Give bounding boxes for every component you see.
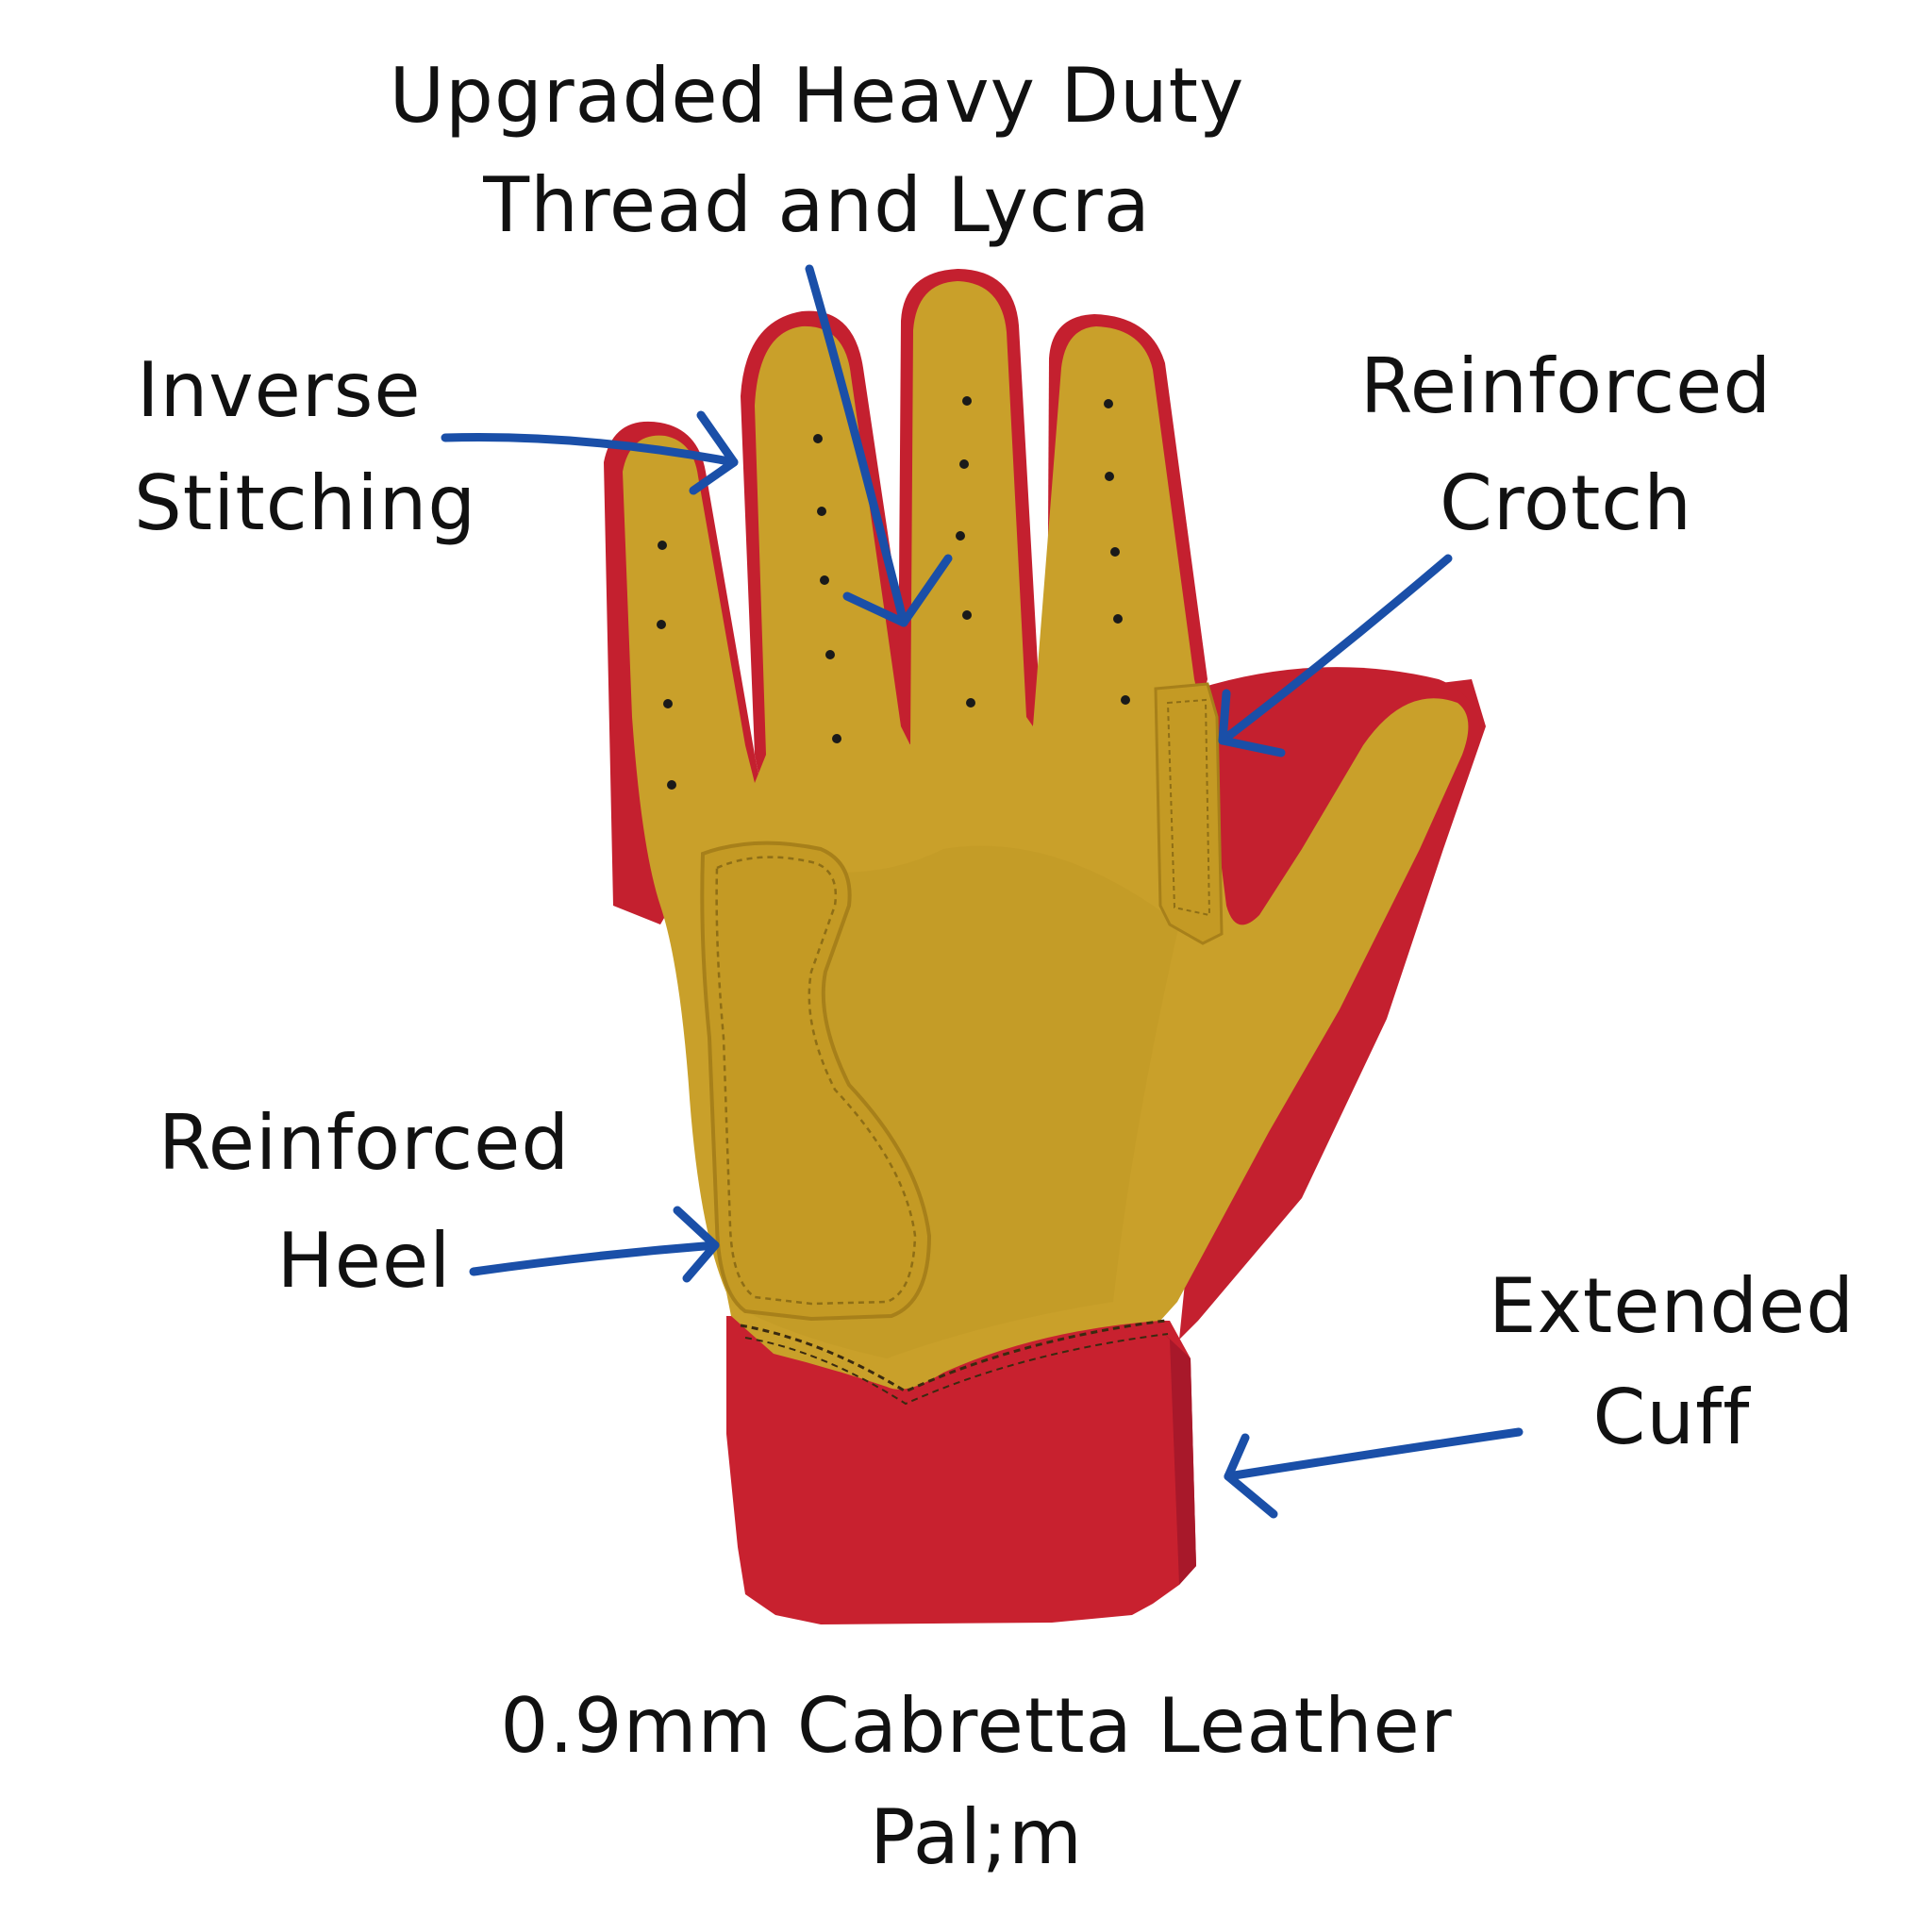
label-thread-line1: Upgraded Heavy Duty (389, 52, 1245, 140)
arrow-reinforced-heel (469, 1206, 720, 1283)
arrow-inverse-stitching (441, 410, 739, 495)
heel-pad (700, 841, 932, 1322)
label-palm-line1: 0.9mm Cabretta Leather (500, 1682, 1453, 1770)
label-stitching-line1: Inverse (137, 346, 422, 434)
label-palm-line2: Pal;m (870, 1793, 1083, 1881)
label-heel-line2: Heel (276, 1217, 452, 1305)
cuff-velcro-strap-edge (1160, 1330, 1196, 1585)
label-crotch-line1: Reinforced (1359, 342, 1773, 430)
wrist-seam-2 (744, 1333, 1169, 1406)
label-crotch-line2: Crotch (1440, 459, 1692, 547)
crotch-patch-stitching (1166, 698, 1211, 917)
cuff (726, 1316, 1196, 1624)
crotch-patch (1154, 682, 1224, 945)
label-thread-line2: Thread and Lycra (483, 161, 1151, 249)
heel-pad-stitching (715, 856, 917, 1306)
arrow-extended-cuff (1224, 1427, 1524, 1519)
arrow-thread-lycra (805, 264, 953, 627)
wrist-seam (740, 1319, 1166, 1393)
label-stitching-line2: Stitching (134, 459, 477, 547)
label-cuff-line1: Extended (1489, 1262, 1855, 1350)
perforation-holes (657, 396, 1130, 790)
arrow-reinforced-crotch (1218, 554, 1453, 758)
label-cuff-line2: Cuff (1592, 1374, 1751, 1461)
label-heel-line1: Reinforced (158, 1099, 571, 1187)
callout-arrows (441, 264, 1524, 1519)
